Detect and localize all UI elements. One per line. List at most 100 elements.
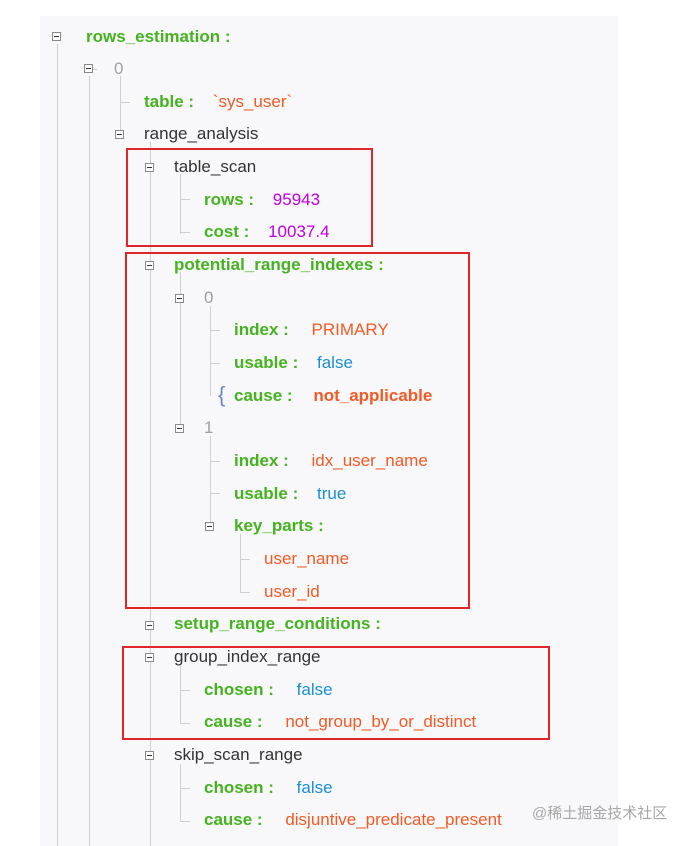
- tree-guide-line: [180, 272, 181, 432]
- node-key: setup_range_conditions :: [174, 614, 381, 633]
- collapse-toggle-icon[interactable]: [175, 294, 184, 303]
- tree-guide-line: [180, 723, 190, 724]
- node-value: false: [296, 778, 333, 797]
- tree-node-rows[interactable]: rows : 95943: [204, 187, 320, 213]
- node-key: rows :: [204, 190, 255, 209]
- tree-guide-line: [210, 306, 211, 396]
- collapse-toggle-icon[interactable]: [145, 653, 154, 662]
- tree-node-cause[interactable]: cause : disjuntive_predicate_present: [204, 807, 502, 833]
- node-value: `sys_user`: [212, 92, 293, 111]
- tree-node-chosen[interactable]: chosen : false: [204, 775, 333, 801]
- collapse-toggle-icon[interactable]: [84, 64, 93, 73]
- tree-guide-line: [180, 199, 190, 200]
- tree-node-potential-range-indexes[interactable]: potential_range_indexes :: [174, 252, 384, 278]
- tree-node-rows-estimation[interactable]: rows_estimation :: [86, 24, 231, 50]
- collapse-toggle-icon[interactable]: [115, 130, 124, 139]
- node-key: chosen :: [204, 778, 274, 797]
- tree-node-key-parts[interactable]: key_parts :: [234, 513, 324, 539]
- node-value: disjuntive_predicate_present: [285, 810, 502, 829]
- tree-guide-line: [180, 764, 181, 822]
- array-index: 0: [114, 59, 124, 78]
- watermark: @稀土掘金技术社区: [532, 805, 668, 822]
- node-key: usable :: [234, 353, 299, 372]
- node-key: rows_estimation :: [86, 27, 231, 46]
- tree-node-chosen[interactable]: chosen : false: [204, 677, 333, 703]
- collapse-toggle-icon[interactable]: [175, 424, 184, 433]
- tree-guide-line: [89, 69, 97, 70]
- collapse-toggle-icon[interactable]: [145, 163, 154, 172]
- node-value: user_id: [264, 582, 320, 601]
- tree-node-index-0[interactable]: 0: [114, 56, 123, 82]
- tree-guide-line: [210, 461, 220, 462]
- tree-guide-line: [180, 232, 190, 233]
- node-key: index :: [234, 320, 289, 339]
- collapse-toggle-icon[interactable]: [205, 522, 214, 531]
- node-key: cause :: [204, 712, 263, 731]
- tree-guide-line: [120, 102, 130, 103]
- tree-guide-line: [57, 44, 58, 846]
- tree-guide-line: [180, 821, 190, 822]
- tree-guide-line: [180, 174, 181, 234]
- tree-node-skip-scan-range[interactable]: skip_scan_range: [174, 742, 303, 768]
- node-value: PRIMARY: [311, 320, 389, 339]
- tree-node-setup-range-conditions[interactable]: setup_range_conditions :: [174, 611, 381, 637]
- node-value: idx_user_name: [311, 451, 428, 470]
- collapse-toggle-icon[interactable]: [145, 261, 154, 270]
- node-key: cause :: [204, 810, 263, 829]
- collapse-toggle-icon[interactable]: [145, 751, 154, 760]
- tree-guide-line: [180, 788, 190, 789]
- node-key: range_analysis: [144, 124, 259, 143]
- tree-guide-line: [240, 592, 250, 593]
- tree-node-cause[interactable]: cause : not_group_by_or_distinct: [204, 709, 476, 735]
- tree-guide-line: [240, 559, 250, 560]
- tree-node-key-part[interactable]: user_id: [264, 579, 320, 605]
- node-key: cause :: [234, 386, 293, 405]
- tree-node-key-part[interactable]: user_name: [264, 546, 349, 572]
- node-value: false: [296, 680, 333, 699]
- tree-node-cost[interactable]: cost : 10037.4: [204, 219, 330, 245]
- tree-node-index[interactable]: index : PRIMARY: [234, 317, 389, 343]
- tree-guide-line: [210, 493, 220, 494]
- node-key: chosen :: [204, 680, 274, 699]
- node-key: cost :: [204, 222, 250, 241]
- tree-node-group-index-range[interactable]: group_index_range: [174, 644, 321, 670]
- node-value: true: [316, 484, 347, 503]
- tree-node-range-analysis[interactable]: range_analysis: [144, 121, 258, 147]
- tree-guide-line: [150, 142, 151, 846]
- tree-node-usable[interactable]: usable : false: [234, 350, 353, 376]
- selection-bracket-icon: {: [218, 382, 226, 407]
- tree-panel: [40, 16, 618, 846]
- tree-node-index-1[interactable]: 1: [204, 415, 213, 441]
- tree-guide-line: [89, 76, 90, 846]
- array-index: 1: [204, 418, 214, 437]
- tree-guide-line: [210, 363, 220, 364]
- highlight-box-group-index-range: [122, 646, 550, 740]
- tree-guide-line: [180, 690, 190, 691]
- tree-guide-line: [210, 436, 211, 526]
- tree-node-usable[interactable]: usable : true: [234, 481, 346, 507]
- node-key: index :: [234, 451, 289, 470]
- tree-guide-line: [240, 534, 241, 592]
- tree-guide-line: [180, 666, 181, 724]
- array-index: 0: [204, 288, 214, 307]
- node-key: table_scan: [174, 157, 257, 176]
- tree-node-table[interactable]: table : `sys_user`: [144, 89, 292, 115]
- node-key: usable :: [234, 484, 299, 503]
- node-key: table :: [144, 92, 195, 111]
- collapse-toggle-icon[interactable]: [145, 621, 154, 630]
- node-key: potential_range_indexes :: [174, 255, 384, 274]
- node-value: false: [316, 353, 353, 372]
- tree-guide-line: [210, 330, 220, 331]
- collapse-toggle-icon[interactable]: [52, 32, 61, 41]
- highlight-box-table-scan: [126, 148, 373, 247]
- node-value: user_name: [264, 549, 350, 568]
- tree-node-cause[interactable]: cause : not_applicable: [234, 383, 432, 409]
- node-value: not_applicable: [313, 386, 433, 405]
- tree-guide-line: [120, 76, 121, 136]
- node-key: skip_scan_range: [174, 745, 303, 764]
- tree-node-index-0[interactable]: 0: [204, 285, 213, 311]
- tree-node-index[interactable]: index : idx_user_name: [234, 448, 428, 474]
- node-value: 95943: [272, 190, 321, 209]
- tree-node-table-scan[interactable]: table_scan: [174, 154, 256, 180]
- node-value: not_group_by_or_distinct: [285, 712, 477, 731]
